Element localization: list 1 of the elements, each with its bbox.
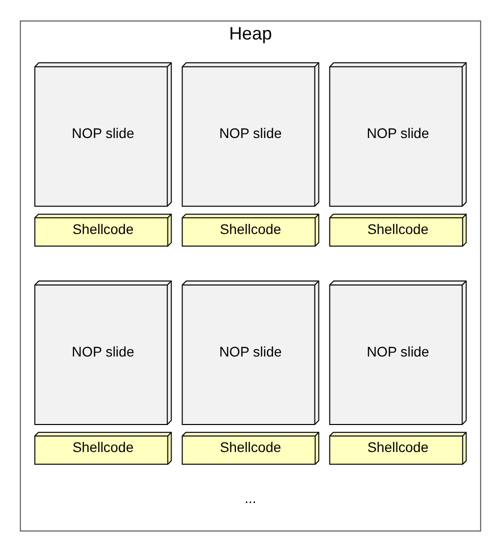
label: ... [244,490,256,506]
